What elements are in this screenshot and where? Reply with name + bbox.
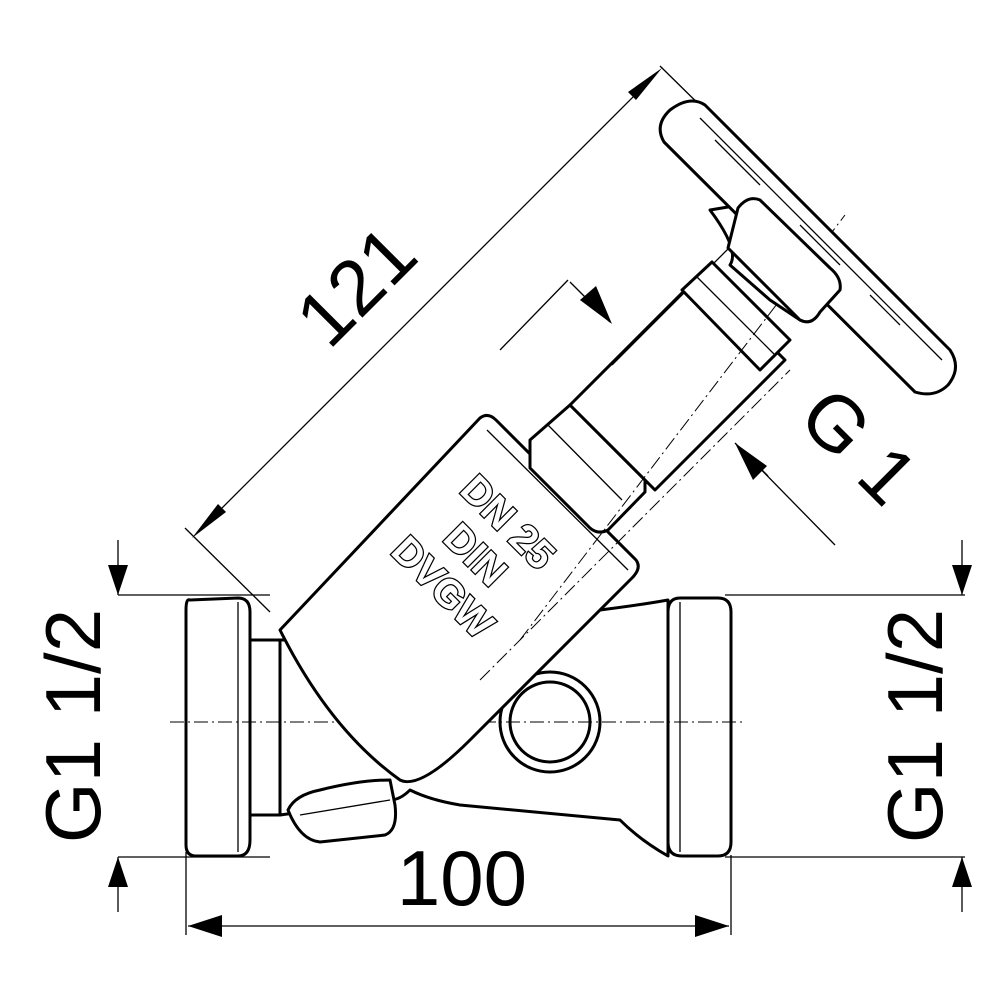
dimension-right-thread: G1 1/2: [725, 540, 972, 912]
right-thread-label: G1 1/2: [871, 609, 959, 843]
stem-thread-label: G 1: [784, 370, 935, 521]
left-connection: [184, 596, 252, 858]
handwheel-hub: [726, 197, 842, 324]
dimension-121-label: 121: [279, 209, 433, 363]
dimension-100: 100: [185, 834, 732, 937]
left-thread-label: G1 1/2: [29, 609, 117, 843]
valve-bonnet: DN 25 DIN DVGW: [278, 214, 846, 784]
drain-plug: [286, 778, 397, 844]
handwheel: [658, 99, 957, 396]
dimension-100-label: 100: [397, 834, 527, 922]
right-connection: [666, 596, 733, 858]
bonnet: [278, 413, 640, 784]
